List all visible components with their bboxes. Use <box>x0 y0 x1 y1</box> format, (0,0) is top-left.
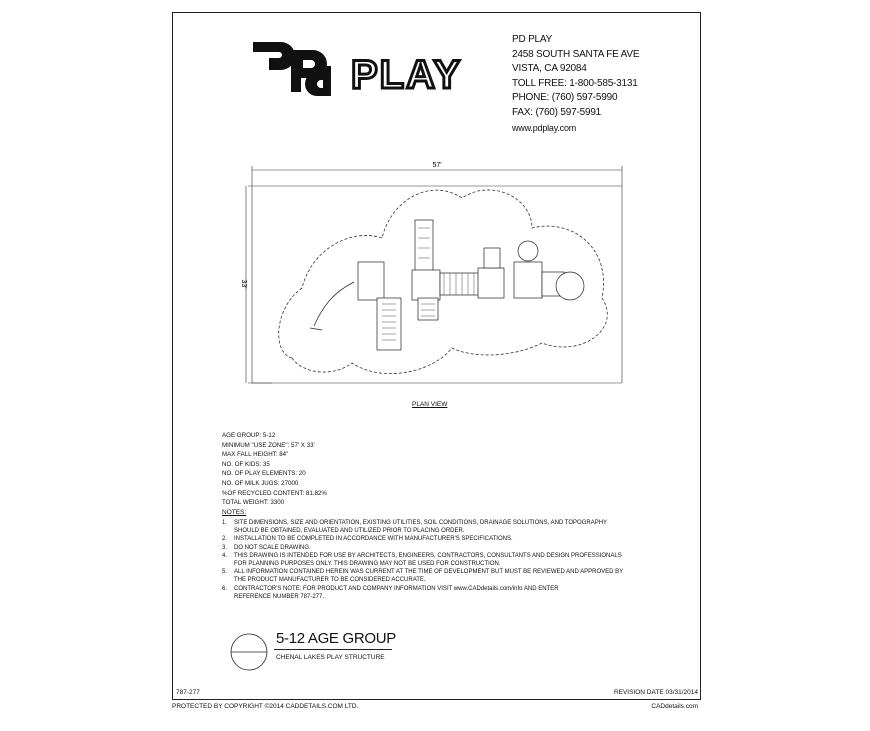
spec-item: NO. OF MILK JUGS: 27000 <box>222 479 299 487</box>
notes-heading: NOTES: <box>222 509 247 516</box>
spec-item: %OF RECYCLED CONTENT: 81.82% <box>222 489 327 497</box>
note-number: 6. <box>222 585 228 592</box>
steps <box>417 297 439 321</box>
deck-center <box>411 269 441 301</box>
hatching <box>382 227 475 341</box>
company-info: PD PLAY 2458 SOUTH SANTA FE AVE VISTA, C… <box>512 33 640 135</box>
company-website: www.pdplay.com <box>512 122 577 133</box>
note-number: 3. <box>222 544 228 551</box>
roof-deck <box>513 261 543 299</box>
plan-view-drawing: 57' 33' <box>240 162 623 384</box>
arch-climber <box>313 281 355 327</box>
company-tollfree: TOLL FREE: 1-800-585-3131 <box>512 77 638 89</box>
note-number: 1. <box>222 520 228 526</box>
spec-item: NO. OF PLAY ELEMENTS: 20 <box>222 470 306 478</box>
note-line: FOR PLANNING PURPOSES ONLY. THIS DRAWING… <box>234 561 501 568</box>
note-item: 4. THIS DRAWING IS INTENDED FOR USE BY A… <box>222 552 623 568</box>
drawing-subtitle: CHENAL LAKES PLAY STRUCTURE <box>276 654 385 661</box>
plan-view-title: PLAN VIEW <box>412 401 448 408</box>
spec-list: AGE GROUP: 5-12 MINIMUM "USE ZONE": 57' … <box>222 431 327 508</box>
arch-climber-2 <box>309 327 323 331</box>
note-line: ALL INFORMATION CONTAINED HEREIN WAS CUR… <box>234 569 624 576</box>
note-line: REFERENCE NUMBER 787-277. <box>234 593 325 600</box>
width-dimension: 57' <box>432 162 441 169</box>
note-line: SHOULD BE OBTAINED, EVALUATED AND UTILIZ… <box>234 528 465 535</box>
spec-item: MINIMUM "USE ZONE": 57' X 33' <box>222 441 315 449</box>
play-structure <box>309 219 585 351</box>
note-item: 5. ALL INFORMATION CONTAINED HEREIN WAS … <box>222 568 623 584</box>
pd-logo-mark <box>253 42 331 96</box>
note-line: THIS DRAWING IS INTENDED FOR USE BY ARCH… <box>234 552 622 559</box>
note-line: CONTRACTOR'S NOTE: FOR PRODUCT AND COMPA… <box>234 585 559 592</box>
company-name: PD PLAY <box>512 34 553 45</box>
note-item: 3. DO NOT SCALE DRAWING. <box>222 544 623 552</box>
deck-right <box>477 267 505 299</box>
spec-item: AGE GROUP: 5-12 <box>222 432 276 439</box>
note-line: THE PRODUCT MANUFACTURER TO BE CONSIDERE… <box>234 577 426 584</box>
note-item: 2. INSTALLATION TO BE COMPLETED IN ACCOR… <box>222 535 623 543</box>
title-symbol-icon <box>230 633 268 671</box>
spec-item: TOTAL WEIGHT: 3300 <box>222 499 285 507</box>
spec-item: MAX FALL HEIGHT: 84" <box>222 451 289 459</box>
company-address: 2458 SOUTH SANTA FE AVE <box>512 48 640 60</box>
use-zone-outline <box>278 189 608 375</box>
company-phone: PHONE: (760) 597-5990 <box>512 92 618 104</box>
caddetails-link[interactable]: CADdetails.com <box>651 703 698 710</box>
deck-left <box>357 261 385 301</box>
note-item: 1. SITE DIMENSIONS, SIZE AND ORIENTATION… <box>222 519 623 535</box>
copyright-notice: PROTECTED BY COPYRIGHT ©2014 CADDETAILS.… <box>172 703 359 710</box>
play-wordmark: PLAY <box>351 53 462 97</box>
depth-dimension: 33' <box>240 279 247 288</box>
note-number: 4. <box>222 552 228 559</box>
company-fax: FAX: (760) 597-5991 <box>512 106 602 118</box>
notes-list: 1. SITE DIMENSIONS, SIZE AND ORIENTATION… <box>222 519 623 601</box>
dome <box>517 240 539 262</box>
spec-item: NO. OF KIDS: 35 <box>222 460 270 468</box>
drawing-sheet-border <box>172 12 701 700</box>
revision-date: REVISION DATE 03/31/2014 <box>613 689 698 696</box>
reference-number: 787-277 <box>176 689 200 696</box>
note-number: 2. <box>222 536 228 543</box>
panel <box>483 247 501 269</box>
dimension-lines <box>245 166 623 384</box>
note-item: 6. CONTRACTOR'S NOTE: FOR PRODUCT AND CO… <box>222 585 623 601</box>
note-line: INSTALLATION TO BE COMPLETED IN ACCORDAN… <box>234 536 513 543</box>
climber-ladder <box>376 297 402 351</box>
drawing-title: 5-12 AGE GROUP <box>276 630 397 647</box>
company-city: VISTA, CA 92084 <box>512 63 587 75</box>
spiral-slide <box>555 271 585 301</box>
note-number: 5. <box>222 569 228 576</box>
note-line: SITE DIMENSIONS, SIZE AND ORIENTATION, E… <box>234 520 608 526</box>
title-underline <box>274 649 392 650</box>
note-line: DO NOT SCALE DRAWING. <box>234 544 311 551</box>
pd-play-logo: PLAY <box>253 42 462 99</box>
